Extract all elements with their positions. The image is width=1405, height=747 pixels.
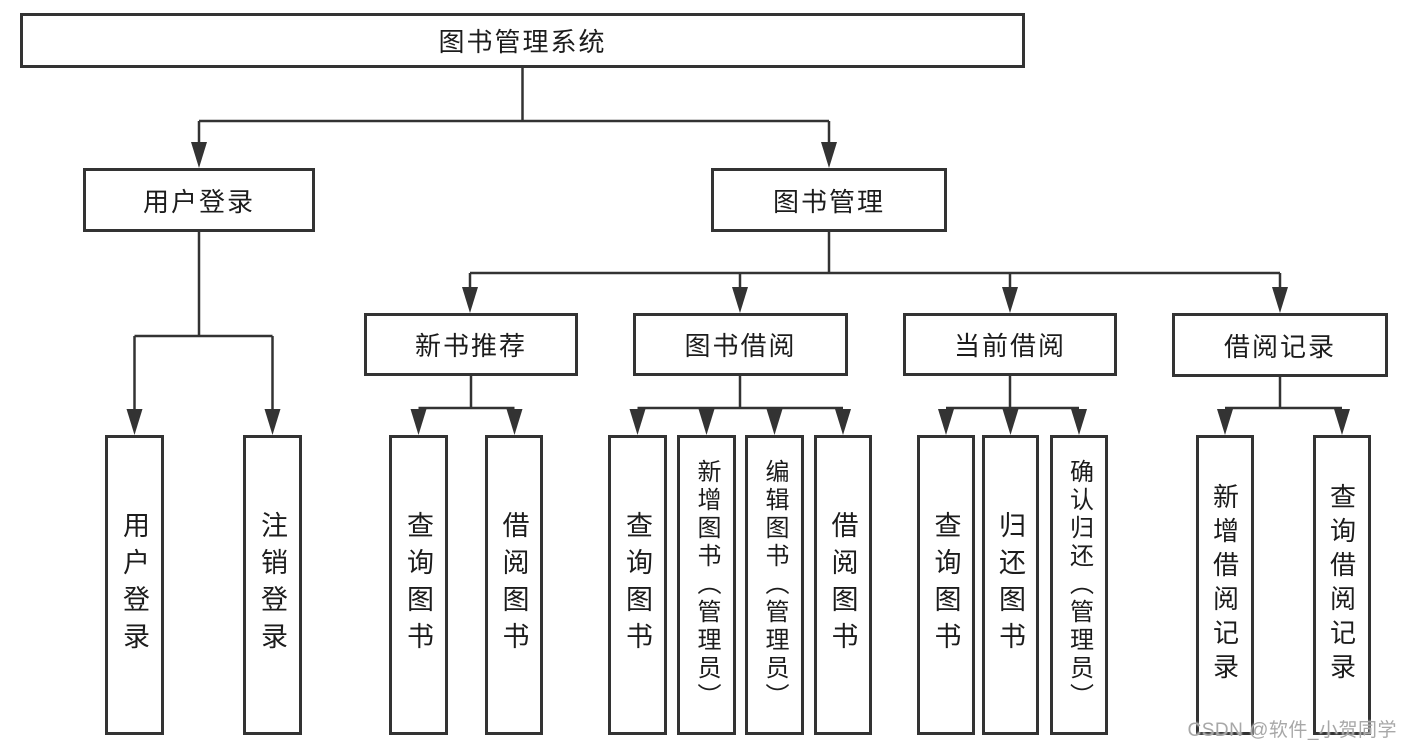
leaf-query-books-recommend: 查询图书 — [389, 435, 448, 735]
node-book-borrow: 图书借阅 — [633, 313, 848, 376]
leaf-edit-book-admin: 编辑图书（管理员） — [745, 435, 804, 735]
arrowhead — [835, 409, 851, 435]
arrowhead — [410, 409, 427, 435]
arrowhead — [1272, 287, 1288, 313]
connector-book-borrow — [637, 376, 843, 410]
node-user-login: 用户登录 — [83, 168, 315, 232]
arrowhead — [1217, 409, 1233, 435]
node-borrow-records: 借阅记录 — [1172, 313, 1388, 377]
arrowhead — [629, 409, 646, 435]
leaf-borrow-book: 借阅图书 — [814, 435, 872, 735]
leaf-logout: 注销登录 — [243, 435, 302, 735]
arrowhead — [1002, 287, 1018, 313]
connector-new-books — [418, 376, 515, 410]
leaf-add-book-admin: 新增图书（管理员） — [677, 435, 736, 735]
arrowhead — [698, 409, 715, 435]
csdn-watermark: CSDN @软件_小贺同学 — [1187, 720, 1397, 741]
leaf-query-books-borrow: 查询图书 — [608, 435, 667, 735]
node-current-borrow: 当前借阅 — [903, 313, 1117, 376]
connector-root — [197, 68, 831, 143]
arrowhead — [938, 409, 954, 435]
connector-user-login — [133, 232, 274, 410]
arrowhead — [732, 287, 748, 313]
leaf-add-borrow-record: 新增借阅记录 — [1196, 435, 1254, 735]
leaf-user-login: 用户登录 — [105, 435, 164, 735]
arrowhead — [766, 409, 783, 435]
node-new-book-recommend: 新书推荐 — [364, 313, 578, 376]
arrowhead — [191, 142, 207, 168]
leaf-confirm-return-admin: 确认归还（管理员） — [1050, 435, 1108, 735]
leaf-borrow-book-recommend: 借阅图书 — [485, 435, 543, 735]
arrowhead — [1002, 409, 1019, 435]
arrowhead — [821, 142, 837, 168]
node-book-management: 图书管理 — [711, 168, 947, 232]
leaf-query-books-current: 查询图书 — [917, 435, 975, 735]
arrowhead — [1071, 409, 1087, 435]
arrowhead — [506, 409, 523, 435]
leaf-return-book: 归还图书 — [982, 435, 1039, 735]
arrowhead — [126, 409, 143, 435]
arrowhead — [1334, 409, 1350, 435]
connector-current-borrow — [946, 376, 1079, 410]
node-root-title: 图书管理系统 — [20, 13, 1025, 68]
connector-book-mgmt — [468, 232, 1282, 288]
arrowhead — [264, 409, 281, 435]
leaf-query-borrow-record: 查询借阅记录 — [1313, 435, 1371, 735]
connector-borrow-records — [1225, 377, 1342, 410]
arrowhead — [462, 287, 478, 313]
